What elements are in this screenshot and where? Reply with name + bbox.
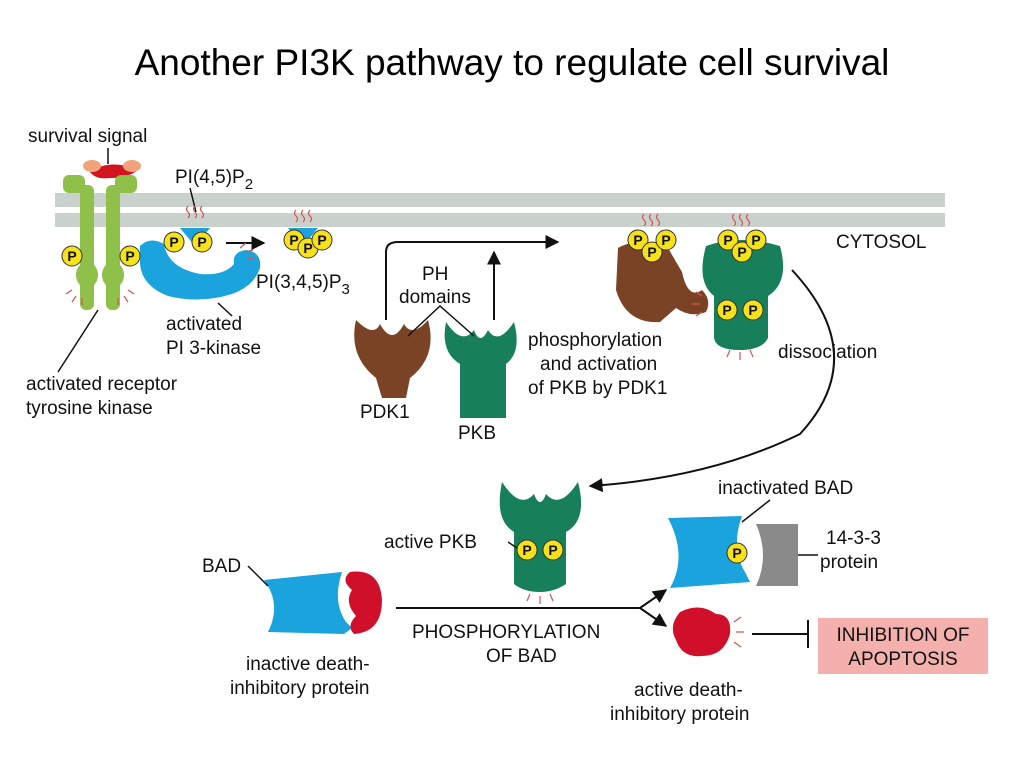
inactive-death-inhibitory-shape bbox=[345, 571, 382, 634]
phosphate-label: P bbox=[125, 248, 134, 264]
phosphate-group: P bbox=[726, 542, 748, 564]
phosphate-label: P bbox=[169, 234, 178, 250]
protein-1433-shape bbox=[756, 524, 798, 586]
arrow-pdk1-to-membrane bbox=[385, 235, 560, 320]
phosphate-label: P bbox=[647, 244, 656, 260]
pi3-kinase-shape bbox=[140, 240, 261, 300]
label-active-death-line1: active death- bbox=[634, 680, 743, 701]
phosphate-label: P bbox=[751, 232, 760, 248]
phosphate-label: P bbox=[522, 542, 531, 558]
phosphate-group: P bbox=[191, 231, 213, 253]
plasma-membrane bbox=[55, 193, 945, 227]
phosphate-label: P bbox=[548, 542, 557, 558]
phosphate-group: P bbox=[516, 539, 538, 561]
label-activated-pi3k-line2: PI 3-kinase bbox=[166, 338, 261, 359]
label-phos-bad-line2: OF BAD bbox=[486, 646, 557, 667]
phosphorylation-of-bad-arrow bbox=[396, 589, 668, 609]
phosphate-label: P bbox=[303, 240, 312, 256]
phosphate-group: P bbox=[61, 245, 83, 267]
survival-signal-ligand bbox=[83, 160, 141, 179]
label-active-pkb: active PKB bbox=[384, 532, 477, 553]
inhibition-of-apoptosis-box bbox=[818, 618, 988, 674]
label-cytosol: CYTOSOL bbox=[836, 232, 926, 253]
label-pdk1: PDK1 bbox=[360, 402, 410, 423]
phosphate-group: P bbox=[717, 229, 739, 251]
phosphate-label: P bbox=[732, 545, 741, 561]
bad-shape bbox=[264, 572, 352, 634]
phosphate-group: P bbox=[627, 229, 649, 251]
phosphate-group: P bbox=[119, 245, 141, 267]
label-survival-signal: survival signal bbox=[28, 126, 147, 147]
phosphate-label: P bbox=[289, 232, 298, 248]
leader-activated-pi3k bbox=[217, 302, 233, 317]
active-death-inhibitory-shape bbox=[672, 607, 731, 657]
pkb-membrane-shape bbox=[702, 240, 784, 350]
label-phos-bad-line1: PHOSPHORYLATION bbox=[412, 622, 600, 643]
inactivated-bad-shape bbox=[668, 516, 750, 588]
leader-receptor bbox=[57, 309, 99, 373]
phosphate-group: P bbox=[742, 299, 764, 321]
phosphate-label: P bbox=[722, 302, 731, 318]
label-ph-line2: domains bbox=[399, 287, 471, 308]
phosphate-label: P bbox=[723, 232, 732, 248]
pkb-shape bbox=[444, 322, 517, 418]
label-inactive-death-line2: inhibitory protein bbox=[230, 678, 369, 699]
leader-bad bbox=[247, 565, 269, 587]
phosphate-label: P bbox=[633, 232, 642, 248]
label-pkb: PKB bbox=[458, 423, 496, 444]
arrow-to-active-death-protein bbox=[639, 607, 668, 627]
membrane-inner-leaflet bbox=[55, 213, 945, 227]
phosphate-label: P bbox=[317, 232, 326, 248]
leader-inactivated-bad bbox=[741, 499, 771, 523]
label-pi345p3: PI(3,4,5)P3 bbox=[256, 272, 350, 298]
pdk1-membrane-shape bbox=[616, 242, 709, 323]
phosphate-group: P bbox=[641, 241, 663, 263]
label-receptor-line1: activated receptor bbox=[26, 374, 178, 395]
label-inhibition-line1: INHIBITION OF bbox=[837, 625, 970, 646]
label-bad: BAD bbox=[202, 556, 241, 577]
label-inhibition-line2: APOPTOSIS bbox=[848, 649, 957, 670]
receptor-tyrosine-kinase bbox=[63, 175, 137, 310]
pathway-connectors bbox=[57, 148, 836, 648]
leader-ph-domains bbox=[407, 304, 475, 337]
diagram-labels: survival signal PI(4,5)P2 PI(3,4,5)P3 CY… bbox=[26, 126, 970, 725]
phosphate-group: P bbox=[655, 229, 677, 251]
phosphate-group: P bbox=[163, 231, 185, 253]
phosphate-group: P bbox=[731, 241, 753, 263]
label-active-death-line2: inhibitory protein bbox=[610, 704, 749, 725]
label-dissociation: dissociation bbox=[778, 342, 877, 363]
phosphate-group: P bbox=[542, 539, 564, 561]
label-pi45p2: PI(4,5)P2 bbox=[175, 167, 253, 193]
pdk1-shape bbox=[354, 320, 431, 398]
phosphate-group: P bbox=[716, 299, 738, 321]
label-activated-pi3k-line1: activated bbox=[166, 314, 242, 335]
phosphate-label: P bbox=[197, 234, 206, 250]
label-phosphorylation-line3: of PKB by PDK1 bbox=[528, 378, 667, 399]
phosphate-group: P bbox=[745, 229, 767, 251]
membrane-outer-leaflet bbox=[55, 193, 945, 207]
label-1433-line1: 14-3-3 bbox=[826, 528, 881, 549]
phosphate-group: P bbox=[311, 229, 333, 251]
active-pkb-shape bbox=[499, 482, 582, 592]
label-inactive-death-line1: inactive death- bbox=[246, 654, 370, 675]
phosphate-label: P bbox=[748, 302, 757, 318]
label-inactivated-bad: inactivated BAD bbox=[718, 478, 853, 499]
phosphate-label: P bbox=[737, 244, 746, 260]
phosphate-label: P bbox=[661, 232, 670, 248]
dissociation-arrow bbox=[588, 269, 836, 493]
label-ph-line1: PH bbox=[422, 264, 448, 285]
label-receptor-line2: tyrosine kinase bbox=[26, 398, 153, 419]
phosphate-label: P bbox=[67, 248, 76, 264]
label-1433-line2: protein bbox=[820, 552, 878, 573]
leader-pi45p2 bbox=[189, 187, 197, 213]
slide-title: Another PI3K pathway to regulate cell su… bbox=[134, 42, 890, 83]
label-phosphorylation-line2: and activation bbox=[540, 354, 657, 375]
activity-sparks bbox=[65, 205, 754, 648]
label-phosphorylation-line1: phosphorylation bbox=[528, 330, 662, 351]
